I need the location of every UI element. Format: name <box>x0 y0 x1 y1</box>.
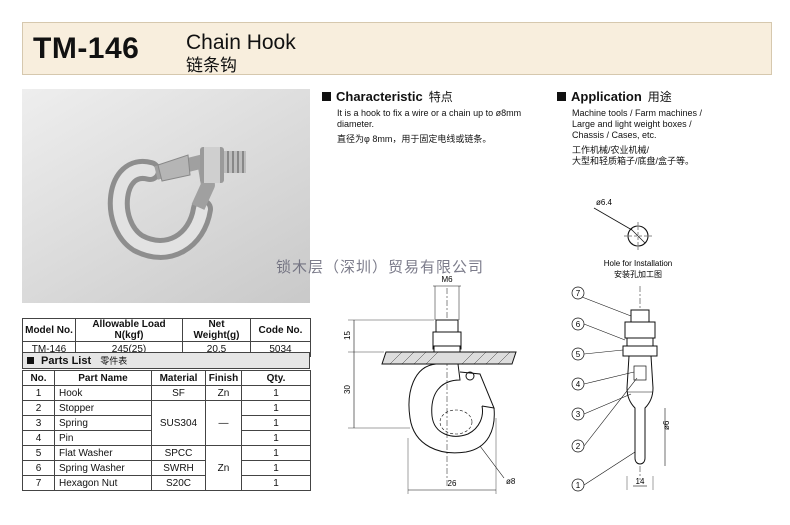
parts-header: Material <box>151 370 206 386</box>
dim-26: 26 <box>448 479 457 488</box>
callout-4: 4 <box>576 380 581 389</box>
parts-header: Qty. <box>241 370 311 386</box>
parts-title-cn: 零件表 <box>100 356 128 366</box>
part-material: S20C <box>151 475 206 491</box>
callout-7: 7 <box>576 289 581 298</box>
table-row: 6 Spring Washer SWRH 1 <box>22 460 311 476</box>
product-title-cn: 链条钩 <box>186 56 237 75</box>
dim-15: 15 <box>343 331 352 340</box>
part-name: Spring Washer <box>54 460 152 476</box>
parts-header: Part Name <box>54 370 152 386</box>
part-no: 6 <box>22 460 55 476</box>
part-no: 3 <box>22 415 55 431</box>
characteristic-line: diameter. <box>337 119 375 129</box>
spec-header: Allowable Load N(kgf) <box>75 318 183 342</box>
part-name: Spring <box>54 415 152 431</box>
callout-1: 1 <box>576 481 581 490</box>
bullet-square-icon <box>27 357 34 364</box>
part-no: 2 <box>22 400 55 416</box>
part-qty: 1 <box>241 385 311 401</box>
hole-label-en: Hole for Installation <box>604 259 672 268</box>
characteristic-text: It is a hook to fix a wire or a chain up… <box>337 108 552 145</box>
part-material: SWRH <box>151 460 206 476</box>
application-line: Chassis / Cases, etc. <box>572 130 657 140</box>
application-title-cn: 用途 <box>647 90 672 104</box>
callout-6: 6 <box>576 320 581 329</box>
part-qty: 1 <box>241 400 311 416</box>
characteristic-line: It is a hook to fix a wire or a chain up… <box>337 108 522 118</box>
dim-o8: ø8 <box>506 477 516 486</box>
spec-header: Model No. <box>22 318 76 342</box>
application-line: Large and light weight boxes / <box>572 119 692 129</box>
callout-5: 5 <box>576 350 581 359</box>
application-line-cn: 工作机械/农业机械/ <box>572 145 650 155</box>
characteristic-heading: Characteristic 特点 <box>322 88 453 105</box>
table-row: 4 Pin 1 <box>22 430 311 446</box>
part-no: 5 <box>22 445 55 461</box>
part-name: Flat Washer <box>54 445 152 461</box>
parts-list-title: Parts List 零件表 <box>22 352 310 369</box>
application-line: Machine tools / Farm machines / <box>572 108 703 118</box>
table-row: 7 Hexagon Nut S20C 1 <box>22 475 311 491</box>
front-view-drawing: ø6 14 7 6 5 4 3 2 1 <box>571 286 671 492</box>
part-name: Stopper <box>54 400 152 416</box>
part-material: SPCC <box>151 445 206 461</box>
characteristic-line-cn: 直径为φ 8mm，用于固定电线或链条。 <box>337 134 492 144</box>
part-name: Pin <box>54 430 152 446</box>
part-qty: 1 <box>241 430 311 446</box>
part-qty: 1 <box>241 475 311 491</box>
side-view-drawing: M6 15 30 26 ø8 <box>343 275 517 494</box>
part-no: 1 <box>22 385 55 401</box>
table-row: 1 Hook SF Zn 1 <box>22 385 311 401</box>
characteristic-title-cn: 特点 <box>428 90 453 104</box>
part-finish: Zn <box>205 385 242 401</box>
application-line-cn: 大型和轻质箱子/底盘/盒子等。 <box>572 156 695 166</box>
application-title: Application <box>571 89 642 104</box>
characteristic-title: Characteristic <box>336 89 423 104</box>
hole-dia-label: ø6.4 <box>596 198 613 207</box>
part-name: Hook <box>54 385 152 401</box>
application-heading: Application 用途 <box>557 88 672 105</box>
table-row: 5 Flat Washer SPCC Zn 1 <box>22 445 311 491</box>
callout-2: 2 <box>576 442 581 451</box>
part-material: SUS304 <box>151 400 206 446</box>
dim-m6: M6 <box>441 275 453 284</box>
parts-table: No. Part Name Material Finish Qty. 1 Hoo… <box>22 370 311 491</box>
bullet-square-icon <box>557 92 566 101</box>
hole-label-cn: 安装孔加工图 <box>614 269 662 279</box>
part-no: 7 <box>22 475 55 491</box>
callout-3: 3 <box>576 410 581 419</box>
parts-title-en: Parts List <box>41 355 92 367</box>
title-banner: TM-146 Chain Hook 链条钩 <box>22 22 772 75</box>
part-qty: 1 <box>241 415 311 431</box>
application-text: Machine tools / Farm machines / Large an… <box>572 108 777 167</box>
installation-hole-drawing: ø6.4 Hole for Installation 安装孔加工图 <box>593 198 672 279</box>
table-row: 2 Stopper SUS304 — 1 <box>22 400 311 446</box>
dim-14: 14 <box>636 477 645 486</box>
watermark-text: 锁木层（深圳）贸易有限公司 <box>276 258 485 276</box>
part-name: Hexagon Nut <box>54 475 152 491</box>
spec-header: Net Weight(g) <box>182 318 251 342</box>
part-material: SF <box>151 385 206 401</box>
dim-30: 30 <box>343 385 352 394</box>
parts-header: No. <box>22 370 55 386</box>
product-photo <box>22 89 310 303</box>
part-finish: — <box>205 400 242 446</box>
part-finish: Zn <box>205 445 242 491</box>
part-qty: 1 <box>241 460 311 476</box>
model-number: TM-146 <box>33 32 140 65</box>
parts-header: Finish <box>205 370 242 386</box>
spec-header: Code No. <box>250 318 311 342</box>
dim-o6: ø6 <box>662 420 671 430</box>
bullet-square-icon <box>322 92 331 101</box>
part-qty: 1 <box>241 445 311 461</box>
product-title-en: Chain Hook <box>186 31 296 54</box>
part-no: 4 <box>22 430 55 446</box>
